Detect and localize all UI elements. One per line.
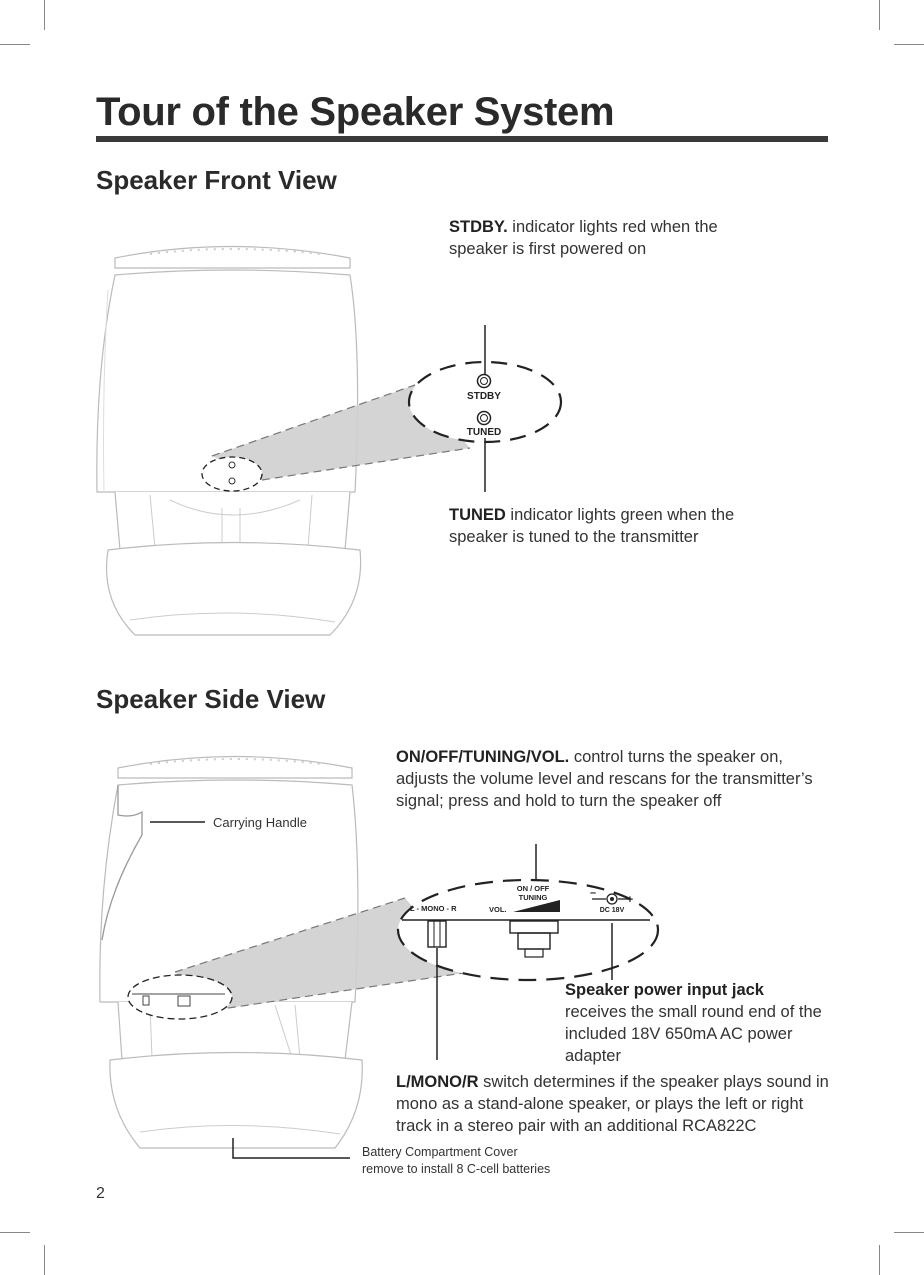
crop-mark	[44, 1245, 45, 1275]
battery-callout: Battery Compartment Cover remove to inst…	[362, 1144, 622, 1178]
front-view-illustration: STDBY TUNED	[96, 245, 563, 636]
panel-minus-icon: –	[590, 887, 596, 899]
tuned-callout: TUNED indicator lights green when the sp…	[449, 504, 769, 548]
side-view-heading: Speaker Side View	[96, 684, 326, 714]
battery-leader-line	[232, 1138, 350, 1159]
power-jack-description: receives the small round end of the incl…	[565, 1003, 822, 1065]
inset-tuned-label: TUNED	[467, 427, 501, 438]
crop-mark	[0, 44, 30, 45]
crop-mark	[879, 1245, 880, 1275]
panel-plus-icon: +	[627, 894, 633, 906]
stdby-term: STDBY.	[449, 218, 508, 236]
carrying-handle-label: Carrying Handle	[213, 815, 307, 830]
crop-mark	[0, 1232, 30, 1233]
power-jack-term: Speaker power input jack	[565, 981, 764, 999]
lmonor-term: L/MONO/R	[396, 1073, 479, 1091]
control-term: ON/OFF/TUNING/VOL.	[396, 748, 570, 766]
crop-mark	[44, 0, 45, 30]
tuned-description: indicator lights green when the speaker …	[449, 506, 735, 546]
battery-cover-instruction: remove to install 8 C-cell batteries	[362, 1162, 551, 1176]
power-jack-callout: Speaker power input jack receives the sm…	[565, 979, 825, 1067]
control-callout: ON/OFF/TUNING/VOL. control turns the spe…	[396, 746, 836, 812]
panel-onoff-label: ON / OFF	[517, 884, 550, 893]
battery-cover-label: Battery Compartment Cover	[362, 1145, 518, 1159]
panel-mono-label: L - MONO - R	[410, 904, 457, 913]
lmonor-description: switch determines if the speaker plays s…	[396, 1073, 829, 1135]
panel-vol-label: VOL.	[489, 905, 507, 914]
crop-mark	[879, 0, 880, 30]
front-view-heading: Speaker Front View	[96, 165, 337, 195]
side-view-illustration: ON / OFF TUNING VOL. L - MONO - R + – DC…	[99, 755, 660, 1159]
stdby-description: indicator lights red when the speaker is…	[449, 218, 718, 258]
control-description: control turns the speaker on, adjusts th…	[396, 748, 813, 810]
tuned-term: TUNED	[449, 506, 506, 524]
panel-tuning-label: TUNING	[519, 893, 548, 902]
title-rule	[96, 136, 828, 142]
crop-mark	[894, 44, 924, 45]
panel-dc-label: DC 18V	[600, 907, 625, 914]
page-number: 2	[96, 1185, 105, 1202]
page-title: Tour of the Speaker System	[96, 90, 615, 134]
crop-mark	[894, 1232, 924, 1233]
inset-stdby-label: STDBY	[467, 391, 501, 402]
stdby-callout: STDBY. indicator lights red when the spe…	[449, 216, 769, 260]
lmonor-callout: L/MONO/R switch determines if the speake…	[396, 1071, 836, 1137]
